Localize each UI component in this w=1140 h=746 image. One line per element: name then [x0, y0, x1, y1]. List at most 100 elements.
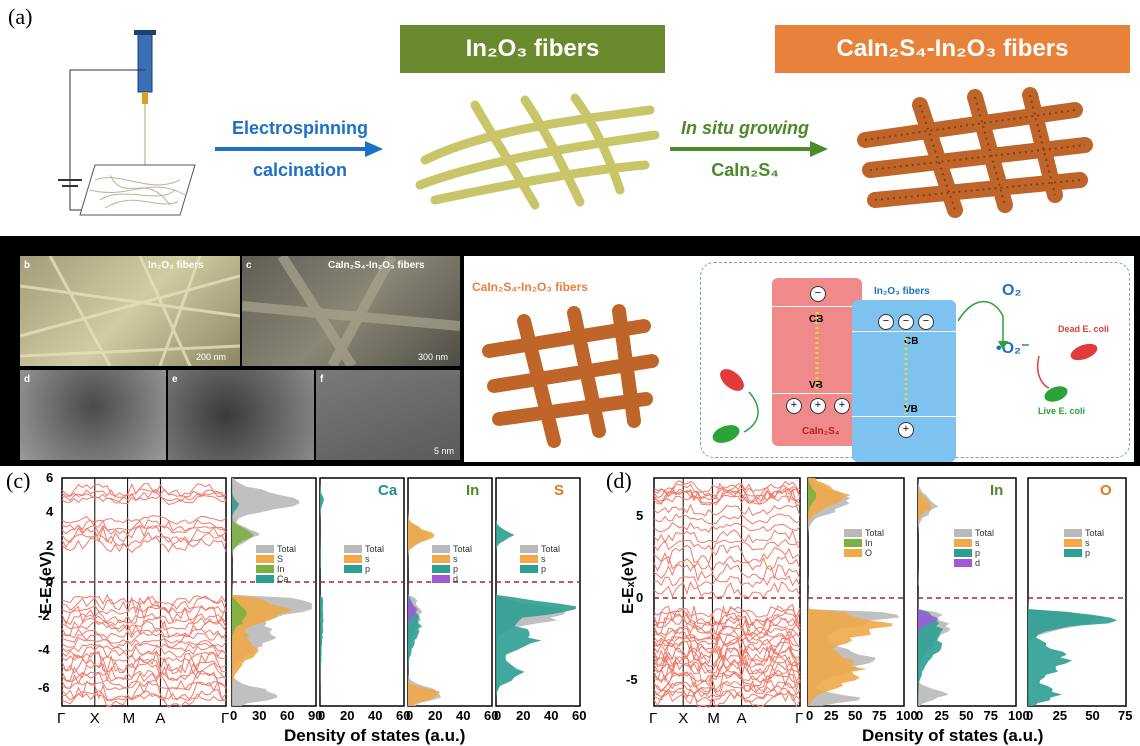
- panel-c-ytick: 4: [46, 504, 54, 519]
- panel-d-dos-xtick: 75: [1118, 708, 1133, 723]
- panel-d-bands-band: [653, 562, 801, 582]
- panel-c-kpoint: X: [89, 710, 100, 727]
- panel-c-element-label: S: [554, 482, 565, 499]
- banner-in2o3-fibers: In₂O₃ fibers: [400, 25, 665, 73]
- panel-d-dos-xtick: 75: [872, 708, 887, 723]
- legend-swatch: [844, 539, 862, 547]
- electrospinning-setup-icon: [58, 30, 196, 216]
- cain2s4-label: CaIn₂S₄: [802, 426, 840, 437]
- legend-label: S: [277, 554, 284, 564]
- panel-c-bands-band: [61, 595, 227, 615]
- legend-label: p: [975, 548, 981, 558]
- step2-line1: In situ growing: [681, 118, 809, 138]
- step1-line2: calcination: [252, 160, 348, 180]
- legend-swatch: [954, 559, 972, 567]
- legend-swatch: [954, 549, 972, 557]
- vb-label: VB: [809, 380, 823, 391]
- legend-label: Total: [1085, 528, 1105, 538]
- panel-c-bands-band: [61, 537, 227, 554]
- cb-label-2: CB: [904, 336, 919, 347]
- panel-a-label: (a): [8, 4, 33, 29]
- panel-c-dos-0-dos-fill: [232, 478, 240, 706]
- panel-d-dos-xtick: 100: [896, 708, 918, 723]
- legend-swatch: [1064, 549, 1082, 557]
- legend-label: In: [865, 538, 873, 548]
- in2o3-fibers-label: In₂O₃ fibers: [874, 286, 930, 297]
- panel-c-dos-0-frame: [231, 477, 317, 707]
- panel-d-bands-band: [653, 691, 801, 709]
- panel-c-dos-1-frame: [319, 477, 405, 707]
- panel-d-dos-1-dos-fill: [918, 478, 944, 706]
- legend-swatch: [432, 565, 450, 573]
- panel-d-bands-band: [653, 603, 801, 628]
- panel-c-bands-band: [61, 645, 227, 659]
- live-ecoli-label: Live E. coli: [1038, 406, 1086, 416]
- step1-line1: Electrospinning: [231, 118, 368, 138]
- panel-c-ytick: 0: [46, 574, 54, 589]
- legend-swatch: [256, 545, 274, 553]
- panel-c-bands-band: [61, 649, 227, 674]
- panel-d-dos-0-dos-fill: [808, 478, 817, 706]
- panel-c-dos-xtick: 20: [516, 708, 531, 723]
- legend-swatch: [344, 565, 362, 573]
- electron-icon: −: [918, 314, 934, 330]
- step2-line2: CaIn₂S₄: [711, 160, 779, 180]
- panel-d-bands-band: [653, 689, 801, 703]
- panel-d-dos-xtick: 0: [1026, 708, 1034, 723]
- panel-c-dos-xtick: 40: [456, 708, 471, 723]
- legend-swatch: [256, 575, 274, 583]
- bacteria-icon: [1037, 343, 1098, 402]
- panel-c-bands-band: [61, 495, 227, 505]
- legend-swatch: [432, 575, 450, 583]
- legend-label: d: [975, 558, 981, 568]
- legend-entry: Total: [432, 544, 472, 554]
- panel-c-dos-1-dos-fill: [320, 478, 324, 706]
- panel-c-bands-band: [61, 605, 227, 615]
- panel-d-element-label: O: [1100, 482, 1112, 499]
- panel-c-bands-band: [61, 671, 227, 691]
- legend-swatch: [432, 545, 450, 553]
- panel-c-bands-band: [61, 692, 227, 708]
- hole-icon: +: [834, 398, 850, 414]
- legend-entry: Total: [344, 544, 384, 554]
- legend-entry: Total: [520, 544, 560, 554]
- legend-label: s: [975, 538, 980, 548]
- panel-d-dos-xtick: 75: [983, 708, 998, 723]
- legend-label: s: [453, 554, 458, 564]
- banner-cain2s4-in2o3-fibers: CaIn₂S₄-In₂O₃ fibers: [775, 25, 1130, 73]
- panel-d-bands-band: [653, 634, 801, 647]
- panel-d-dos-1-dos-fill: [918, 478, 932, 706]
- panel-c-bands-band: [61, 515, 227, 525]
- cain2s4-fiber-mesh-icon: [482, 304, 659, 448]
- panel-d-xlabel: Density of states (a.u.): [862, 726, 1044, 745]
- o2-label: O₂: [1002, 282, 1022, 299]
- panel-c-bands-band: [61, 524, 227, 536]
- vb-label-2: VB: [904, 404, 918, 415]
- panel-c-dos-xtick: 60: [280, 708, 295, 723]
- panel-d-dos-xtick: 25: [934, 708, 949, 723]
- legend-swatch: [844, 549, 862, 557]
- tile-e-label: e: [172, 374, 178, 385]
- panel-c-label: (c): [6, 468, 31, 493]
- panel-c-kpoint: Γ: [57, 710, 66, 727]
- legend-label: Total: [541, 544, 561, 554]
- legend-entry: O: [844, 548, 884, 558]
- tile-c-label: c: [246, 260, 252, 271]
- panel-c-bands-band: [61, 657, 227, 676]
- panel-d-kpoint: A: [736, 710, 747, 727]
- legend-label: s: [365, 554, 370, 564]
- hole-icon: +: [810, 398, 826, 414]
- legend-swatch: [520, 545, 538, 553]
- sem-image-in2o3: b In₂O₃ fibers 200 nm: [20, 256, 240, 366]
- panel-d-bands-band: [653, 654, 801, 675]
- panel-d-bands-band: [653, 513, 801, 525]
- panel-c-ytick: 6: [46, 470, 54, 485]
- tile-b-label: b: [24, 260, 31, 271]
- panel-d-bands-band: [653, 544, 801, 566]
- panel-c-bands-band: [61, 482, 227, 498]
- legend-entry: Total: [844, 528, 884, 538]
- panel-c-ytick: -2: [38, 608, 50, 623]
- panel-d-bands-band: [653, 575, 801, 588]
- panel-c-kpoint: Γ: [221, 710, 230, 727]
- panel-c-dos-2-dos-fill: [408, 478, 441, 706]
